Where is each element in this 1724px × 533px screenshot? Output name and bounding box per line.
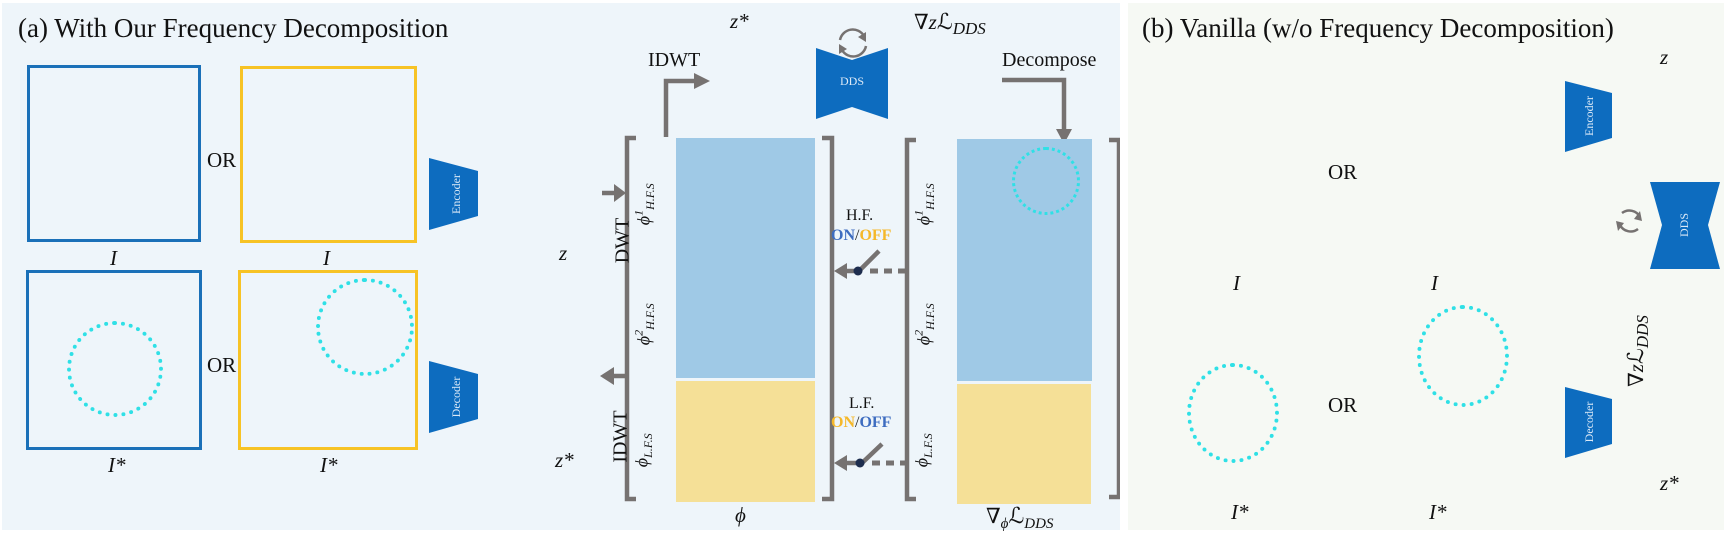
latent-z-star: z* — [555, 448, 574, 472]
dotted-circle-object — [316, 278, 414, 376]
gradient-z-loss: ∇zℒDDS — [914, 9, 986, 38]
dotted-circle-object — [1012, 147, 1080, 215]
dotted-circle-object — [1417, 305, 1509, 407]
image-label-I-star: I* — [1429, 500, 1447, 524]
dds-module: DDS — [1616, 182, 1720, 269]
decompose-label: Decompose — [1002, 49, 1097, 71]
phi-lf-grad-label: ϕL.F.S — [911, 433, 936, 468]
phi-hf1-label: ϕ1H.F.S — [631, 183, 658, 226]
decoder-module: Decoder — [1565, 387, 1612, 458]
gradient-z-loss: ∇zℒDDS — [1622, 315, 1652, 387]
image-frame-blue-top — [27, 65, 201, 242]
dds-label: DDS — [1677, 213, 1691, 237]
encoder-module: Encoder — [1565, 81, 1612, 152]
encoder-label: Encoder — [1582, 96, 1596, 136]
phi-label: ϕ — [735, 503, 746, 527]
high-frequency-subbands — [676, 138, 815, 378]
idwt-left-label: IDWT — [609, 410, 632, 463]
decoder-label: Decoder — [1582, 402, 1596, 443]
lf-off: OFF — [859, 414, 892, 431]
panel-vanilla: (b) Vanilla (w/o Frequency Decomposition… — [1128, 3, 1724, 530]
or-label: OR — [1328, 160, 1358, 184]
flow-arrows — [600, 73, 1120, 502]
dotted-circle-object — [67, 321, 163, 417]
image-label-I-star: I* — [1231, 500, 1249, 524]
encoder-module: Encoder — [429, 158, 478, 230]
panel-with-frequency-decomposition: (a) With Our Frequency Decomposition OR … — [2, 3, 1120, 532]
decoder-module: Decoder — [429, 361, 478, 433]
low-frequency-subband — [676, 381, 815, 502]
image-frame-blue-bottom — [26, 270, 202, 450]
hf-switch-state[interactable]: ON/OFF — [831, 227, 892, 244]
hf-on: ON — [831, 227, 855, 244]
encoder-label: Encoder — [449, 174, 463, 214]
image-frame-yellow-top — [240, 66, 417, 243]
panel-b-title: (b) Vanilla (w/o Frequency Decomposition… — [1142, 13, 1614, 43]
phi-lf-label: ϕL.F.S — [631, 433, 656, 468]
hf-switch-label: H.F. — [846, 207, 874, 224]
latent-z: z — [1660, 45, 1669, 69]
dotted-circle-object — [1187, 363, 1279, 463]
image-frame-yellow-bottom — [238, 270, 418, 450]
latent-z: z — [559, 241, 568, 265]
latent-z-star: z* — [1660, 471, 1679, 495]
refresh-cycle-icon — [1616, 209, 1642, 233]
image-label-I: I — [1233, 271, 1240, 295]
or-label: OR — [207, 148, 237, 172]
phi-hf2-grad-label: ϕ2H.F.S — [911, 303, 938, 346]
lf-switch-label: L.F. — [849, 395, 875, 412]
gradient-phi-loss: ∇ϕℒDDS — [986, 503, 1054, 532]
phi-hf1-grad-label: ϕ1H.F.S — [911, 183, 938, 226]
image-label-I: I — [110, 246, 117, 270]
or-label: OR — [207, 353, 237, 377]
image-label-I: I — [323, 246, 330, 270]
or-label: OR — [1328, 393, 1358, 417]
image-label-I-star: I* — [320, 453, 338, 477]
image-label-I: I — [1431, 271, 1438, 295]
panel-a-title: (a) With Our Frequency Decomposition — [18, 13, 449, 43]
hf-off: OFF — [859, 227, 892, 244]
dds-module: DDS — [816, 28, 888, 119]
idwt-top-label: IDWT — [648, 49, 701, 71]
high-frequency-gradient-subbands — [957, 139, 1092, 381]
lf-on: ON — [831, 414, 855, 431]
lf-switch-state[interactable]: ON/OFF — [831, 414, 892, 431]
phi-hf2-label: ϕ2H.F.S — [631, 303, 658, 346]
image-label-I-star: I* — [108, 453, 126, 477]
dds-label: DDS — [840, 74, 864, 88]
decoder-label: Decoder — [449, 377, 463, 418]
low-frequency-gradient-subband — [957, 384, 1091, 504]
latent-z-star-top: z* — [730, 9, 749, 33]
refresh-cycle-icon — [838, 28, 868, 58]
